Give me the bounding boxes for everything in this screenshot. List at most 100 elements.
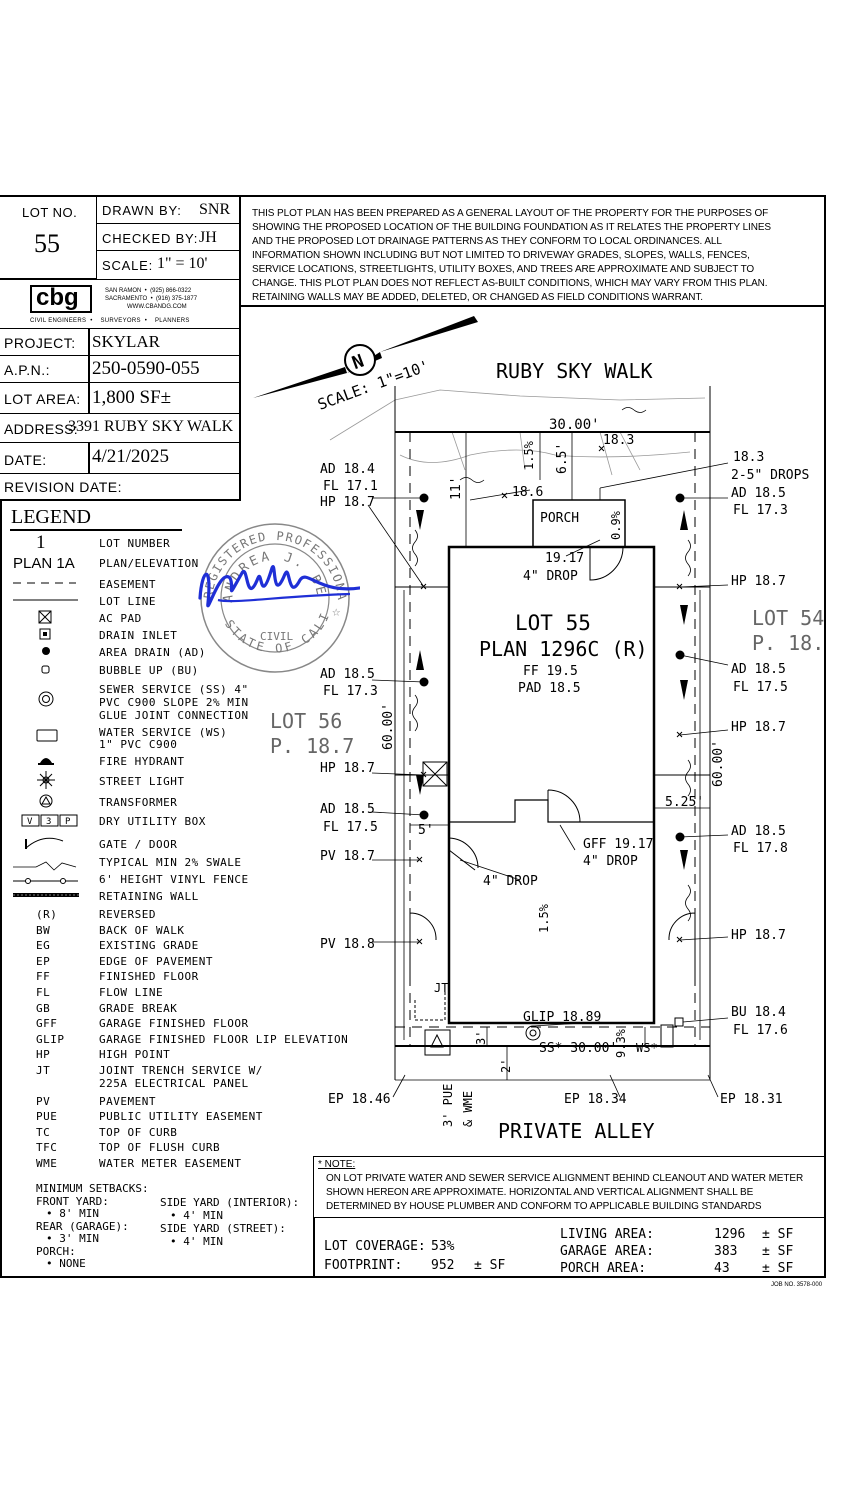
- porch-area-value: 43: [714, 1261, 730, 1276]
- front-yard-value: • 8' MIN: [46, 1207, 99, 1220]
- legend-text-water-1: WATER SERVICE (WS): [99, 726, 228, 739]
- stamp-star-icon: ☆: [332, 604, 341, 620]
- legend-sym-lot-number: 1: [36, 532, 46, 553]
- lbl-ep1846: EP 18.46: [328, 1092, 391, 1107]
- garage-value: 383: [714, 1244, 738, 1259]
- rear-value: • 3' MIN: [46, 1232, 99, 1245]
- signature-icon: [198, 565, 360, 608]
- abbr-text: PAVEMENT: [99, 1095, 156, 1108]
- revision-label: REVISION DATE:: [4, 479, 122, 495]
- legend-text-gate: GATE / DOOR: [99, 838, 178, 851]
- abbr-row: HP: [36, 1048, 51, 1061]
- abbr-text: REVERSED: [99, 908, 156, 921]
- lot-area-row: LOT AREA: 1,800 SF±: [0, 383, 239, 414]
- front-yard-label: FRONT YARD:: [36, 1194, 109, 1208]
- lbl-fl173b: FL 17.3: [323, 684, 378, 699]
- footer-note-title: * NOTE:: [318, 1159, 356, 1170]
- lbl-ad184: AD 18.4: [320, 462, 375, 477]
- abbr-row: FL: [36, 986, 51, 999]
- lbl-fl171: FL 17.1: [323, 479, 378, 494]
- legend-text-sewer-3: GLUE JOINT CONNECTION: [99, 709, 249, 722]
- dim-9-3: 9.3%: [614, 1028, 628, 1058]
- abbr-row: TC: [36, 1126, 51, 1139]
- legend-text-lot-number: LOT NUMBER: [99, 537, 171, 550]
- footprint-label: FOOTPRINT:: [324, 1258, 403, 1273]
- legend-text-water-2: 1" PVC C900: [99, 738, 178, 751]
- abbr-text: BACK OF WALK: [99, 924, 185, 937]
- abbr-text: GRADE BREAK: [99, 1002, 178, 1015]
- dim-60-left: 60.00': [381, 703, 396, 750]
- lbl-bu184: BU 18.4: [731, 1005, 786, 1020]
- abbr-text: TOP OF FLUSH CURB: [99, 1141, 221, 1154]
- abbr-text: TOP OF CURB: [99, 1126, 178, 1139]
- abbr-text: GARAGE FINISHED FLOOR LIP ELEVATION: [99, 1033, 349, 1046]
- divider: [88, 383, 90, 414]
- lbl-ad185a: AD 18.5: [731, 486, 786, 501]
- dim-3: 3': [474, 1031, 488, 1045]
- legend-text-fire-hydrant: FIRE HYDRANT: [99, 755, 185, 768]
- legend-symbols: V 3 P: [13, 582, 79, 897]
- abbr-row: PUE: [36, 1110, 58, 1123]
- company-tags: CIVIL ENGINEERS • SURVEYORS • PLANNERS: [30, 318, 190, 324]
- abbr-text: EXISTING GRADE: [99, 939, 199, 952]
- setbacks-title: MINIMUM SETBACKS:: [36, 1182, 149, 1195]
- lbl-fl175a: FL 17.5: [733, 680, 788, 695]
- frame-right: [824, 195, 826, 1278]
- lot-area-value: 1,800 SF±: [92, 387, 172, 408]
- porch-area-unit: ± SF: [762, 1261, 794, 1276]
- abbr-row: JT: [36, 1064, 51, 1077]
- living-unit: ± SF: [762, 1227, 794, 1242]
- signature-underline: [217, 592, 351, 603]
- city2: SACRAMENTO: [105, 296, 148, 302]
- tag-civil: CIVIL ENGINEERS: [30, 318, 87, 324]
- dim-5: 5': [418, 823, 434, 838]
- lot-no-cell: LOT NO. 55: [0, 197, 97, 279]
- lot-56-pad: P. 18.7: [270, 734, 354, 758]
- lot-54-pad: P. 18.4: [752, 631, 825, 655]
- wme-label: & WME: [461, 1091, 475, 1127]
- porch-area-label: PORCH AREA:: [560, 1261, 647, 1276]
- company-web: WWW.CBANDG.COM: [127, 304, 187, 310]
- abbr-row: WME: [36, 1157, 58, 1170]
- legend-sym-plan: PLAN 1A: [13, 555, 75, 572]
- dim-6-5: 6.5': [555, 443, 570, 474]
- dim-0-9: 0.9%: [609, 510, 623, 540]
- company-row: cbg SAN RAMON • (925) 866-0322 SACRAMENT…: [0, 279, 239, 329]
- lbl-fl178: FL 17.8: [733, 841, 788, 856]
- dim-11: 11': [449, 477, 464, 500]
- legend-text-sewer-1: SEWER SERVICE (SS) 4": [99, 683, 249, 696]
- lbl-e1917: 19.17: [545, 551, 584, 566]
- legend-text-dry-utility: DRY UTILITY BOX: [99, 815, 206, 828]
- project-value: SKYLAR: [92, 332, 161, 351]
- lbl-e183b: 18.3: [733, 450, 764, 465]
- frame-bottom: [0, 1276, 826, 1278]
- ff-elev: FF 19.5: [523, 664, 578, 679]
- ws-label: WS*: [636, 1041, 658, 1055]
- abbr-row: GB: [36, 1002, 51, 1015]
- scale-value: 1" = 10': [157, 255, 208, 272]
- legend-text-fence: 6' HEIGHT VINYL FENCE: [99, 873, 249, 886]
- divider: [88, 443, 90, 474]
- abbr-row: (R): [36, 908, 58, 921]
- lbl-e183a: 18.3: [603, 433, 634, 448]
- lbl-hp187c: HP 18.7: [731, 720, 786, 735]
- abbr-text: GARAGE FINISHED FLOOR: [99, 1017, 249, 1030]
- lot-no-label: LOT NO.: [22, 205, 78, 220]
- plot-plan-drawing: N SCALE: 1"=10' RUBY SKY WALK: [253, 316, 825, 1143]
- date-label: DATE:: [4, 452, 47, 468]
- footprint-value: 952: [431, 1258, 455, 1273]
- alley-name: PRIVATE ALLEY: [498, 1119, 655, 1143]
- jt-label: JT: [434, 981, 448, 995]
- revision-row: REVISION DATE:: [0, 474, 239, 499]
- project-row: PROJECT: SKYLAR: [0, 329, 239, 356]
- footer-note-box: * NOTE: ON LOT PRIVATE WATER AND SEWER S…: [313, 1156, 826, 1218]
- side-int-value: • 4' MIN: [170, 1209, 223, 1222]
- lbl-glip: GLIP 18.89: [523, 1010, 601, 1025]
- lbl-ep1834: EP 18.34: [564, 1092, 627, 1107]
- svg-text:3: 3: [46, 817, 51, 827]
- lbl-hp187b: HP 18.7: [731, 574, 786, 589]
- living-label: LIVING AREA:: [560, 1227, 654, 1242]
- abbr-row: GFF: [36, 1017, 58, 1030]
- legend-title: LEGEND: [11, 506, 91, 528]
- abbr-text: JOINT TRENCH SERVICE W/: [99, 1064, 263, 1077]
